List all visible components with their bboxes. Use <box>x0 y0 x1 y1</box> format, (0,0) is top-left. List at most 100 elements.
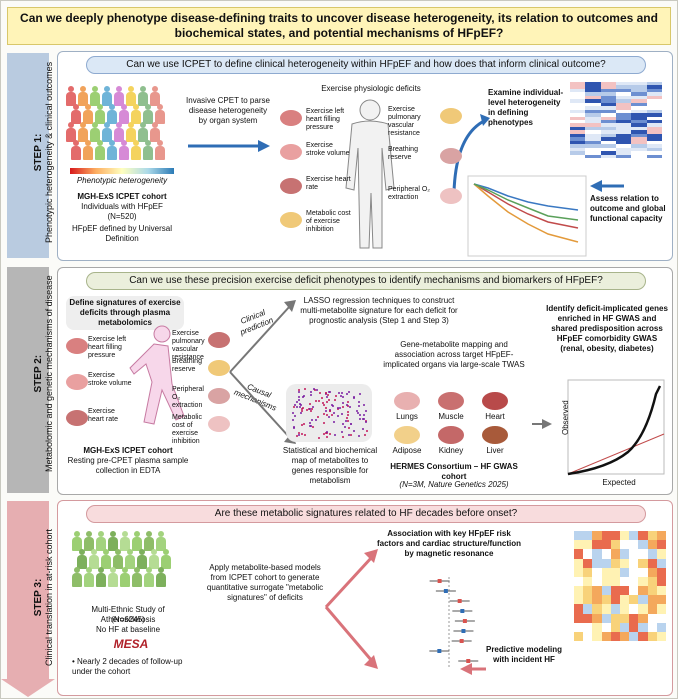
heatmap-cell <box>619 558 630 568</box>
forest-point <box>462 619 467 623</box>
heatmap-cell <box>600 88 616 93</box>
heatmap-cell <box>610 531 620 541</box>
heatmap-cell <box>583 540 593 550</box>
heatmap-cell <box>631 99 647 103</box>
heatmap-cell <box>615 85 632 89</box>
heatmap-cell <box>615 99 632 103</box>
heatmap-cell <box>600 109 616 114</box>
person-icon <box>137 549 147 569</box>
heatmap-cell <box>570 120 586 124</box>
heatmap-cell <box>601 604 611 614</box>
heatmap-cell <box>638 604 648 614</box>
heatmap-cell <box>570 113 586 117</box>
heatmap-cell <box>600 133 616 138</box>
heatmap-cell <box>629 586 639 596</box>
heatmap-cell <box>619 549 630 559</box>
heatmap-cell <box>600 99 616 103</box>
metabolite-dot <box>332 404 335 407</box>
heatmap-cell <box>600 120 616 124</box>
heatmap-cell <box>610 622 620 632</box>
heatmap-cell <box>647 595 657 605</box>
metabolite-dot <box>298 403 301 406</box>
heatmap-cell <box>601 558 611 568</box>
left-arrow-icon <box>590 180 624 192</box>
heatmap-cell <box>585 85 601 89</box>
metabolite-network <box>286 384 372 442</box>
organ-label: Liver <box>486 446 504 455</box>
organ-icon <box>440 188 462 204</box>
heatmap-cell <box>656 540 666 550</box>
heatmap-cell <box>583 576 593 586</box>
heatmap-cell <box>585 102 601 107</box>
heatmap-cell <box>647 604 657 614</box>
person-icon <box>107 104 117 124</box>
metabolite-dot <box>350 433 353 436</box>
heatmap-cell <box>647 631 657 641</box>
heatmap-cell <box>638 567 648 577</box>
metabolite-dot <box>302 395 305 398</box>
heatmap-cell <box>600 154 616 158</box>
metabolite-dot <box>349 422 352 425</box>
organ-label: Adipose <box>392 446 422 455</box>
heatmap-cell <box>600 85 616 89</box>
step3-subtitle: Clinical translation in at-risk cohort <box>44 528 54 666</box>
metabolite-dot <box>326 431 329 434</box>
step2-strip: STEP 2: Metabolomic and genetic mechanis… <box>7 267 54 493</box>
step2-panel: Can we use these precision exercise defi… <box>57 267 673 495</box>
metabolite-dot <box>309 402 312 405</box>
person-icon <box>96 567 106 587</box>
hermes-title: HERMES Consortium – HF GWAS cohort <box>390 462 518 481</box>
metabolite-dot <box>358 393 361 396</box>
heatmap-cell <box>646 82 662 86</box>
heatmap-cell <box>631 130 647 134</box>
metabolite-dot <box>342 396 345 399</box>
metabolite-dot <box>293 404 296 407</box>
forest-point <box>437 579 442 583</box>
metabolite-dot <box>337 415 340 418</box>
heatmap-cell <box>631 147 647 152</box>
heatmap-cell <box>646 102 662 107</box>
heatmap-cell <box>574 622 584 632</box>
step2-label: STEP 2: Metabolomic and genetic mechanis… <box>33 275 54 472</box>
step1-panel: Can we use ICPET to define clinical hete… <box>57 51 673 261</box>
person-icon <box>96 531 106 551</box>
heatmap-cell <box>601 622 611 632</box>
heatmap-cell <box>570 99 586 103</box>
person-icon <box>84 567 94 587</box>
phenotypic-heterogeneity-label: Phenotypic heterogeneity <box>76 176 168 185</box>
metabolite-dot <box>314 389 317 392</box>
metabolite-dot <box>362 417 365 420</box>
metabolite-dot <box>309 421 312 424</box>
identify-genes-text: Identify deficit-implicated genes enrich… <box>546 304 668 353</box>
heatmap-cell <box>585 95 601 100</box>
heatmap-cell <box>615 109 632 114</box>
heatmap-cell <box>629 622 639 632</box>
heatmap-cell <box>631 102 647 107</box>
step1-title: STEP 1: <box>33 133 44 172</box>
forest-plot-chart <box>429 577 479 667</box>
person-icon <box>126 122 136 142</box>
heatmap-cell <box>570 85 586 89</box>
metabolite-dot <box>320 397 323 400</box>
heatmap-cell <box>638 576 648 586</box>
heatmap-cell <box>656 531 666 541</box>
metabolite-dot <box>334 398 337 401</box>
heatmap-cell <box>646 151 662 155</box>
person-icon <box>126 86 136 106</box>
metabolite-dot <box>363 434 366 437</box>
heatmap-cell <box>615 140 632 145</box>
deficits-header: Exercise physiologic deficits <box>321 84 421 93</box>
metabolite-dot <box>312 405 315 408</box>
heatmap-cell <box>646 147 662 152</box>
person-icon <box>156 531 166 551</box>
heatmap-cell <box>646 140 662 145</box>
metabolite-dot <box>313 388 315 390</box>
organ-icon <box>208 332 230 348</box>
heatmap-cell <box>656 622 666 632</box>
heatmap-cell <box>615 144 632 148</box>
step2-title: STEP 2: <box>33 354 44 393</box>
organ-icon <box>280 144 302 160</box>
fork-arrows-icon <box>324 549 378 669</box>
right-arrow-icon-2 <box>532 419 552 429</box>
metabolite-dot <box>294 414 297 417</box>
